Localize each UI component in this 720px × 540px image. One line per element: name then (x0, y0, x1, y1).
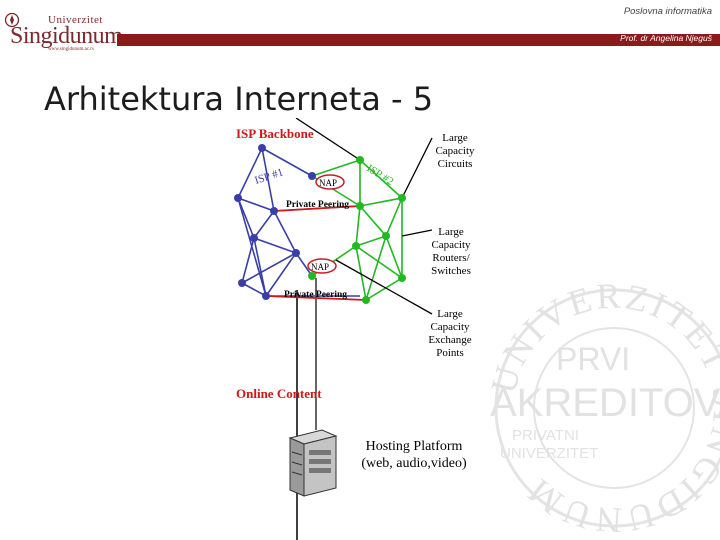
online-content-label: Online Content (236, 386, 322, 401)
isp1-network (238, 148, 360, 296)
seal-line-3: UNIVERZITET (500, 445, 598, 462)
isp-backbone-label: ISP Backbone (236, 126, 314, 141)
callout-exchange: Large Capacity Exchange Points (420, 308, 480, 360)
course-name: Poslovna informatika (624, 6, 712, 17)
nap-bottom-label: NAP (311, 262, 329, 272)
hosting-platform-label: Hosting Platform (web, audio,video) (350, 438, 478, 472)
seal-line-2: PRIVATNI (512, 427, 579, 444)
logo-main-text: Singidunum (10, 23, 122, 50)
author-name: Prof. dr Angelina Njeguš (620, 33, 712, 43)
server-icon (286, 428, 340, 498)
private-peering-bottom-label: Private Peering (284, 290, 347, 300)
private-peering-top-label: Private Peering (286, 200, 349, 210)
university-logo: Univerzitet Singidunum www.singidunum.ac… (8, 14, 118, 54)
seal-line-1: PRVI (556, 341, 630, 377)
callout-routers: Large Capacity Routers/ Switches (422, 226, 480, 278)
slide-title: Arhitektura Interneta - 5 (44, 80, 433, 118)
nap-top-label: NAP (319, 178, 337, 188)
callout-circuits: Large Capacity Circuits (428, 132, 482, 171)
logo-url: www.singidunum.ac.rs (48, 47, 94, 52)
university-seal-watermark: UNIVERZITET SINGIDUNUM PRVI AKREDITOVANI… (486, 258, 720, 540)
seal-line-4: AKREDITOVANI (490, 381, 720, 425)
isp2-label: ISP #2 (364, 162, 395, 188)
